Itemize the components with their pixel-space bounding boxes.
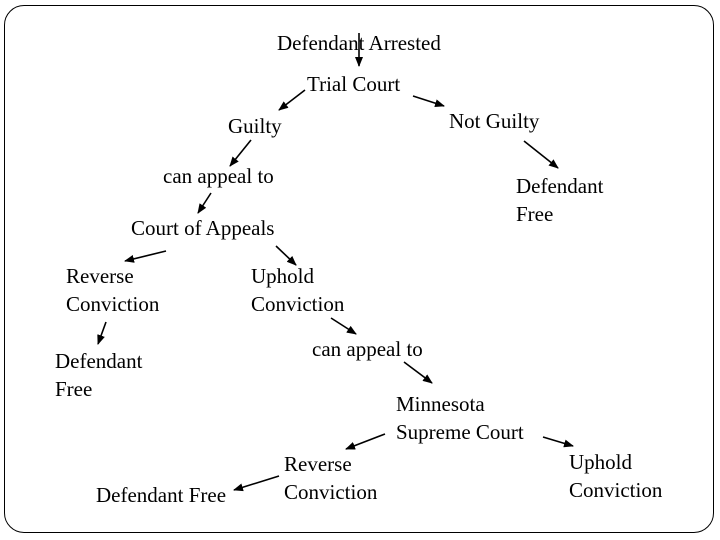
node-uphold-conviction-1-line-2: Conviction: [251, 292, 345, 316]
node-reverse-conviction-2-line-2: Conviction: [284, 480, 378, 504]
node-court-of-appeals: Court of Appeals: [131, 216, 275, 240]
node-not-guilty: Not Guilty: [449, 109, 540, 133]
node-minnesota-supreme-court-line-1: Minnesota: [396, 392, 485, 416]
node-defendant-arrested: Defendant Arrested: [277, 31, 441, 55]
node-defendant-free-3: Defendant Free: [96, 483, 227, 507]
node-reverse-conviction-1-line-1: Reverse: [66, 264, 134, 288]
node-uphold-conviction-2: Uphold Conviction: [569, 448, 662, 504]
arrow-coa-to-reverse: [124, 250, 167, 263]
node-reverse-conviction-1-line-2: Conviction: [66, 292, 160, 316]
node-minnesota-supreme-court: Minnesota Supreme Court: [396, 390, 524, 446]
arrow-not-guilty-to-free: [523, 140, 559, 169]
arrow-uphold-to-appeal: [330, 317, 357, 335]
arrow-minnesota-to-uphold: [542, 436, 574, 448]
arrow-trial-to-guilty: [278, 89, 306, 111]
node-uphold-conviction-1-line-1: Uphold: [251, 264, 314, 288]
node-minnesota-supreme-court-line-2: Supreme Court: [396, 420, 524, 444]
node-uphold-conviction-1: Uphold Conviction: [251, 262, 344, 318]
node-reverse-conviction-2-line-1: Reverse: [284, 452, 352, 476]
node-can-appeal-to-1: can appeal to: [163, 164, 274, 188]
node-defendant-free-1-line-2: Free: [516, 202, 554, 226]
node-uphold-conviction-2-line-2: Conviction: [569, 478, 663, 502]
slide-frame: [4, 5, 714, 533]
node-defendant-free-2-line-2: Free: [55, 377, 93, 401]
arrow-reverse-to-free: [97, 321, 107, 345]
node-reverse-conviction-1: Reverse Conviction: [66, 262, 159, 318]
node-trial-court: Trial Court: [307, 72, 401, 96]
node-defendant-free-1: Defendant Free: [516, 172, 603, 228]
node-defendant-free-2: Defendant Free: [55, 347, 142, 403]
node-guilty: Guilty: [228, 114, 282, 138]
node-defendant-free-2-line-1: Defendant: [55, 349, 143, 373]
arrow-reverse-to-defendant-free: [233, 475, 280, 492]
node-reverse-conviction-2: Reverse Conviction: [284, 450, 377, 506]
arrow-coa-to-uphold: [275, 245, 297, 266]
node-uphold-conviction-2-line-1: Uphold: [569, 450, 632, 474]
arrow-appeal-to-minnesota: [403, 361, 433, 384]
node-defendant-free-1-line-1: Defendant: [516, 174, 604, 198]
arrow-minnesota-to-reverse: [345, 433, 386, 450]
arrow-appeal-to-court-of-appeals: [197, 192, 212, 214]
arrow-guilty-to-appeal: [229, 139, 252, 167]
node-can-appeal-to-2: can appeal to: [312, 337, 423, 361]
arrow-trial-to-not-guilty: [412, 95, 445, 108]
